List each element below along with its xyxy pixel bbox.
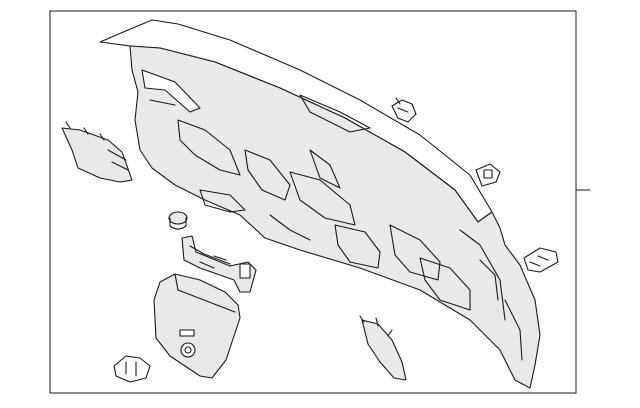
connector-bracket — [181, 235, 257, 293]
upper-clip — [391, 97, 417, 123]
right-clip — [475, 163, 501, 187]
small-cap — [168, 211, 188, 230]
small-connector — [113, 355, 151, 383]
main-trim-panel — [99, 19, 541, 389]
lower-cover — [153, 273, 241, 379]
lower-right-bracket — [359, 315, 407, 381]
left-side-bracket — [61, 121, 133, 183]
right-end-clip — [523, 247, 559, 273]
